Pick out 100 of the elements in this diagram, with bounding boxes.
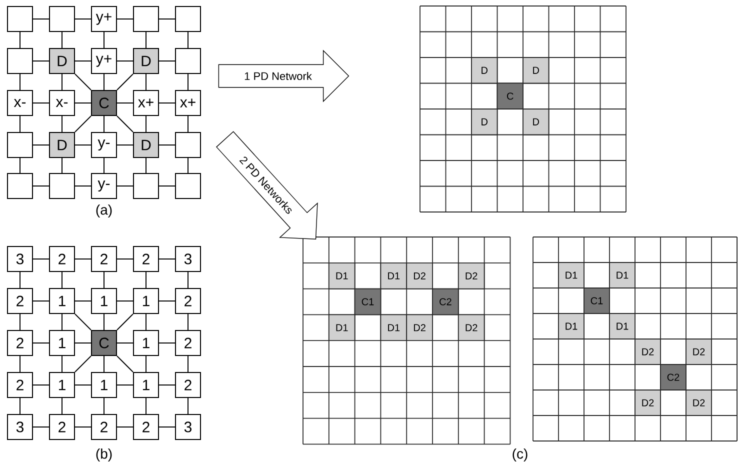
connector-line — [74, 314, 92, 330]
connector-line — [116, 116, 134, 132]
grid-cell: D2 — [458, 314, 485, 342]
grid-cell: D1 — [380, 262, 408, 290]
node-box: 2 — [133, 414, 159, 440]
node-box: D — [133, 132, 159, 158]
node-box: 1 — [133, 288, 159, 314]
grid-cell: C2 — [432, 288, 459, 316]
connector-line — [74, 116, 92, 132]
connector-line — [116, 18, 134, 20]
connector-line — [158, 18, 176, 20]
grid-cell: D2 — [634, 390, 661, 416]
node-box: y+ — [91, 6, 117, 32]
connector-line — [158, 300, 176, 302]
node-box: D — [133, 48, 159, 74]
connector-line — [116, 74, 134, 90]
connector-line — [116, 426, 134, 428]
empty-box — [7, 6, 33, 32]
connector-line — [74, 144, 92, 146]
empty-box — [175, 48, 201, 74]
node-box: 1 — [91, 372, 117, 398]
empty-box — [7, 132, 33, 158]
grid-cell: D1 — [609, 262, 636, 288]
connector-line — [74, 426, 92, 428]
node-box: 1 — [49, 330, 75, 356]
grid-cell: D1 — [558, 262, 584, 288]
connector-line — [158, 60, 176, 62]
panel-label: (b) — [96, 448, 112, 462]
connector-line — [116, 258, 134, 260]
node-box: 3 — [175, 414, 201, 440]
grid-cell: C2 — [660, 364, 686, 390]
node-box: x- — [49, 90, 75, 116]
node-box: 2 — [49, 246, 75, 272]
empty-box — [133, 6, 159, 32]
node-box: 1 — [49, 288, 75, 314]
node-box: 2 — [7, 372, 33, 398]
grid-cell: D1 — [328, 314, 356, 342]
grid-cell: C1 — [354, 288, 382, 316]
empty-box — [49, 173, 75, 199]
connector-line — [74, 60, 92, 62]
connector-line — [116, 356, 134, 372]
connector-line — [74, 18, 92, 20]
grid-cell: D2 — [634, 338, 661, 365]
connector-line — [116, 102, 134, 104]
node-box: 2 — [91, 414, 117, 440]
node-box: D — [49, 48, 75, 74]
empty-box — [175, 173, 201, 199]
empty-box — [175, 132, 201, 158]
node-box: C — [91, 330, 117, 356]
node-box: 2 — [91, 246, 117, 272]
node-box: 1 — [133, 372, 159, 398]
connector-line — [32, 300, 50, 302]
connector-line — [74, 384, 92, 386]
node-box: y- — [91, 173, 117, 199]
connector-line — [158, 384, 176, 386]
panel-label: (c) — [512, 448, 528, 462]
connector-line — [158, 258, 176, 260]
empty-box — [7, 173, 33, 199]
connector-line — [74, 74, 92, 90]
connector-line — [74, 342, 92, 344]
empty-box — [49, 6, 75, 32]
connector-line — [32, 426, 50, 428]
connector-line — [158, 144, 176, 146]
connector-line — [158, 342, 176, 344]
connector-line — [32, 342, 50, 344]
connector-line — [74, 102, 92, 104]
node-box: 1 — [91, 288, 117, 314]
grid-cell: D — [522, 108, 550, 136]
grid-cell: C — [496, 82, 524, 110]
connector-line — [32, 18, 50, 20]
connector-line — [116, 144, 134, 146]
grid-cell: D — [471, 108, 498, 136]
panel-label: (a) — [96, 204, 112, 218]
connector-line — [116, 60, 134, 62]
empty-box — [175, 6, 201, 32]
grid-cell: D1 — [380, 314, 408, 342]
connector-line — [74, 356, 92, 372]
node-box: 2 — [133, 246, 159, 272]
node-box: x+ — [133, 90, 159, 116]
empty-box — [7, 48, 33, 74]
grid-cell: D2 — [686, 338, 712, 365]
node-box: 2 — [175, 372, 201, 398]
node-box: 2 — [7, 288, 33, 314]
node-box: 2 — [175, 330, 201, 356]
connector-line — [74, 258, 92, 260]
connector-line — [158, 426, 176, 428]
connector-line — [116, 342, 134, 344]
node-box: 2 — [7, 330, 33, 356]
grid-cell: C1 — [584, 288, 610, 314]
node-box: 3 — [175, 246, 201, 272]
connector-line — [32, 102, 50, 104]
connector-line — [32, 258, 50, 260]
connector-line — [158, 102, 176, 104]
grid-cell: D2 — [686, 390, 712, 416]
node-box: 3 — [7, 246, 33, 272]
grid-cell: D1 — [609, 313, 636, 340]
node-box: y+ — [91, 48, 117, 74]
node-box: 1 — [133, 330, 159, 356]
node-box: 1 — [49, 372, 75, 398]
grid-cell: D2 — [406, 262, 433, 290]
